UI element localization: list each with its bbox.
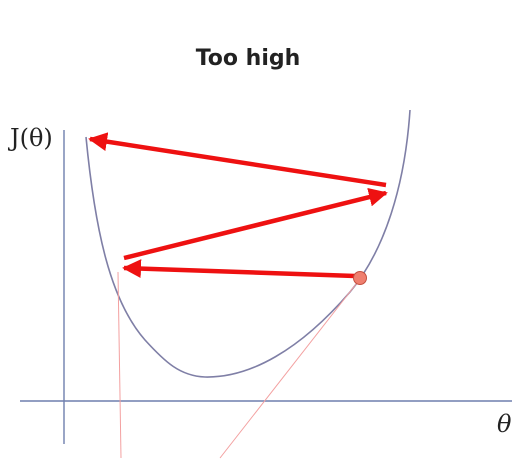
cost-curve bbox=[85, 109, 411, 378]
y-axis-label: J(θ) bbox=[7, 124, 53, 152]
x-axis-label: θ bbox=[497, 410, 512, 438]
step-2-arrow bbox=[123, 187, 388, 261]
step-1-arrow bbox=[122, 259, 356, 279]
chart-title: Too high bbox=[196, 46, 301, 71]
step-3-arrow bbox=[88, 132, 387, 188]
start-point bbox=[353, 271, 367, 285]
tangent-line bbox=[219, 278, 361, 459]
vertical-guide-line bbox=[117, 271, 122, 459]
